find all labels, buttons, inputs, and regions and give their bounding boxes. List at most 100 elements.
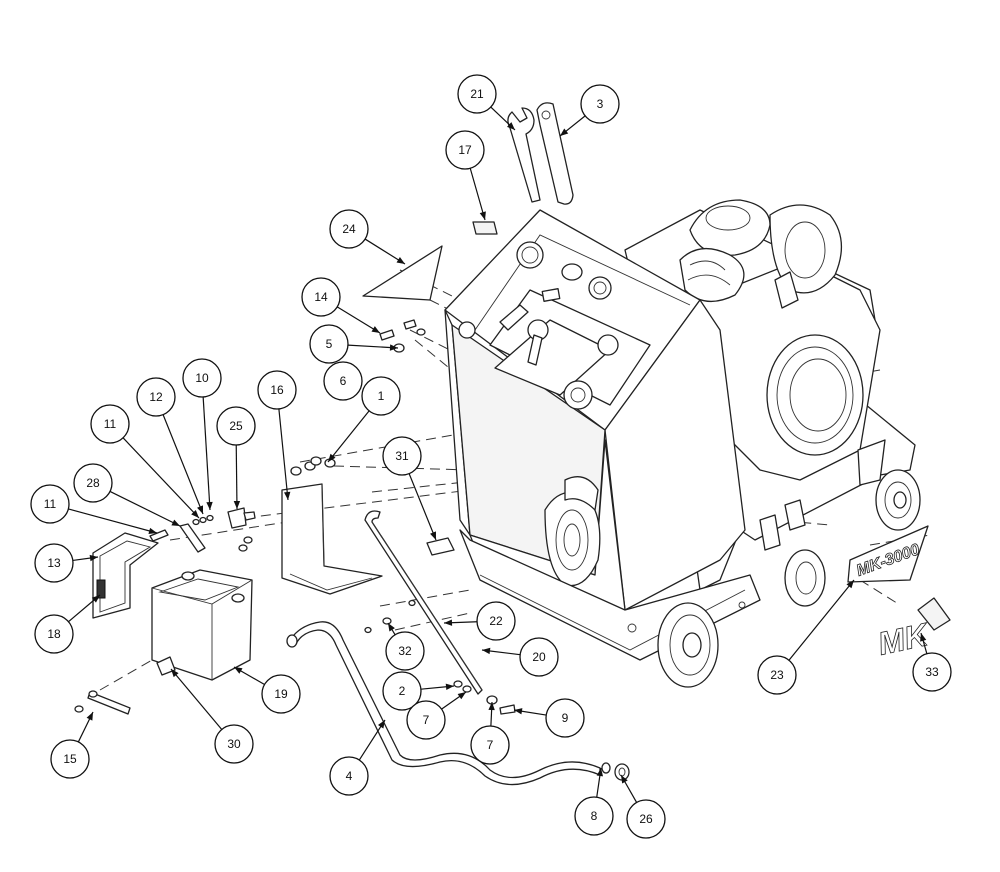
callout-leader-line [336,306,381,334]
callout-number: 8 [591,809,598,823]
callout-leader-line [469,168,486,221]
blade-wrench [536,102,574,205]
callout-number: 19 [274,687,288,701]
callout-23: 23 [757,579,855,695]
callout-arrowhead [482,647,491,655]
callout-number: 9 [562,711,569,725]
callout-arrowhead [171,519,180,526]
callout-circle [329,756,369,796]
callout-circle [261,674,301,714]
callout-circle [382,671,422,711]
callout-circle [361,376,401,416]
callout-19: 19 [233,666,301,714]
callout-arrowhead [621,775,628,784]
warning-decal [362,245,443,301]
callout-circle [182,358,222,398]
callout-leader-line [235,444,238,510]
callout-33: 33 [912,632,952,692]
callout-number: 7 [423,713,430,727]
callout-number: 17 [458,143,472,157]
callout-arrowhead [171,669,179,678]
callout-leader-line [162,414,204,515]
terminal-cover [156,656,176,676]
callout-number: 20 [532,650,546,664]
callout-number: 5 [326,337,333,351]
callout-6: 6 [323,361,363,401]
callout-circle [470,725,510,765]
callout-arrowhead [91,595,100,603]
callout-circle [626,799,666,839]
callout-arrowhead [846,580,854,589]
callout-number: 28 [86,476,100,490]
callout-leader-line [327,410,370,463]
callout-arrowhead [457,692,466,700]
callout-circle [323,361,363,401]
callout-number: 31 [395,449,409,463]
callout-circle [34,543,74,583]
battery [151,569,253,681]
callout-circle [476,601,516,641]
callout-circle [457,74,497,114]
callout-arrowhead [234,667,243,674]
callout-arrowhead [445,683,454,690]
callout-leader-line [202,396,211,511]
callout-7: 7 [406,691,467,740]
callout-7: 7 [470,701,510,765]
callout-layer: 1234567789101111121314151617181920212223… [30,74,952,839]
callout-number: 32 [398,644,412,658]
callout-arrowhead [444,619,453,626]
callout-arrowhead [388,623,395,632]
callout-arrowhead [479,211,486,220]
rear-wheel-right [875,469,921,531]
battery-hardware [149,514,214,553]
callout-number: 4 [346,769,353,783]
bolt [74,690,131,715]
callout-circle [406,700,446,740]
callout-arrowhead [514,708,523,715]
callout-leader-line [788,579,855,661]
callout-arrowhead [596,768,604,777]
callout-circle [757,655,797,695]
cable-connector [227,507,256,552]
callout-24: 24 [329,209,406,265]
callout-2: 2 [382,671,455,711]
callout-8: 8 [574,767,614,836]
hour-meter [597,334,619,356]
callout-leader-line [408,473,437,541]
callout-28: 28 [73,463,181,527]
callout-circle [34,614,74,654]
callout-3: 3 [559,84,620,137]
ignition-switch [561,263,583,281]
callout-number: 24 [342,222,356,236]
callout-arrowhead [396,257,405,264]
callout-arrowhead [206,501,213,510]
callout-number: 11 [44,497,57,511]
callout-15: 15 [50,711,94,779]
callout-31: 31 [382,436,437,541]
callout-number: 7 [487,738,494,752]
callout-circle [50,739,90,779]
callout-22: 22 [443,601,516,641]
callout-number: 25 [229,419,243,433]
model-decal: MK-3000 [847,525,929,583]
callout-circle [309,324,349,364]
callout-arrowhead [430,531,436,540]
callout-circle [301,277,341,317]
callout-number: 14 [314,290,328,304]
callout-11: 11 [90,404,200,519]
callout-leader-line [278,408,289,501]
callout-arrowhead [920,633,927,642]
callout-circle [574,796,614,836]
callout-circle [216,406,256,446]
callout-number: 18 [47,627,61,641]
callout-number: 30 [227,737,241,751]
callout-arrowhead [284,491,291,500]
callout-leader-line [68,508,158,534]
callout-circle [214,724,254,764]
callout-circle [73,463,113,503]
callout-arrowhead [488,702,495,711]
callout-arrowhead [191,509,199,518]
callout-circle [580,84,620,124]
battery-tray [281,483,383,595]
callout-number: 16 [270,383,284,397]
